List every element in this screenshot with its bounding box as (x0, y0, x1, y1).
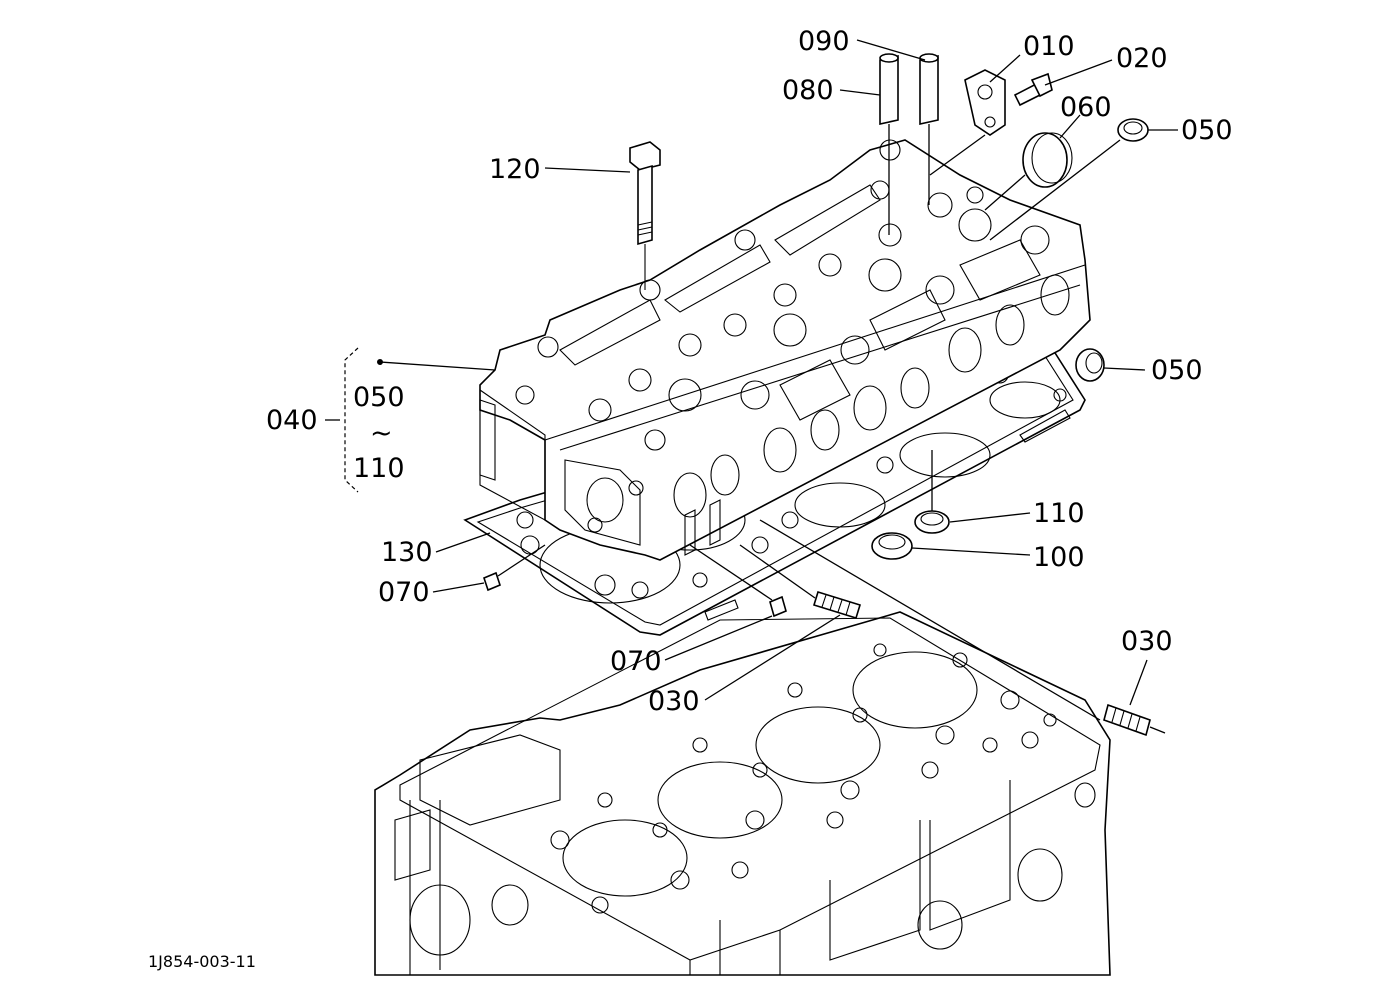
stud-mid (739, 544, 861, 620)
dowel-mid (689, 544, 787, 618)
callout-110: 110 (1033, 498, 1085, 529)
stud-right (1103, 703, 1166, 737)
callout-030-right: 030 (1121, 626, 1173, 657)
seal-side (1075, 348, 1105, 382)
ring-110 (914, 450, 950, 534)
callout-050-top: 050 (1181, 115, 1233, 146)
callout-110-group: 110 (353, 453, 405, 484)
expansion-plug (984, 132, 1073, 211)
callout-040: 040 (266, 405, 318, 436)
callout-070-left: 070 (378, 577, 430, 608)
engine-hanger (929, 69, 1006, 176)
callout-070-mid: 070 (610, 646, 662, 677)
callout-120: 120 (489, 154, 541, 185)
head-bolt (629, 141, 661, 290)
figure-code: 1J854-003-11 (148, 952, 256, 971)
callout-100: 100 (1033, 542, 1085, 573)
valve-guides (879, 53, 939, 235)
callout-060: 060 (1060, 92, 1112, 123)
callout-050-group: 050 (353, 382, 405, 413)
cylinder-block (374, 611, 1111, 976)
callout-010: 010 (1023, 31, 1075, 62)
range-separator: ~ (370, 418, 393, 449)
leader-lines (325, 39, 1178, 706)
callout-020: 020 (1116, 43, 1168, 74)
group-bracket (344, 347, 359, 493)
hanger-bolt (1013, 72, 1053, 107)
dowel-left (483, 544, 546, 592)
cylinder-head (479, 139, 1091, 561)
alignment-line (759, 519, 1101, 721)
ring-100 (871, 532, 913, 560)
group-dot (377, 359, 383, 365)
callout-130: 130 (381, 537, 433, 568)
callout-080: 080 (782, 75, 834, 106)
callout-050-side: 050 (1151, 355, 1203, 386)
callout-030-mid: 030 (648, 686, 700, 717)
callout-090: 090 (798, 26, 850, 57)
seal-top (989, 118, 1149, 241)
